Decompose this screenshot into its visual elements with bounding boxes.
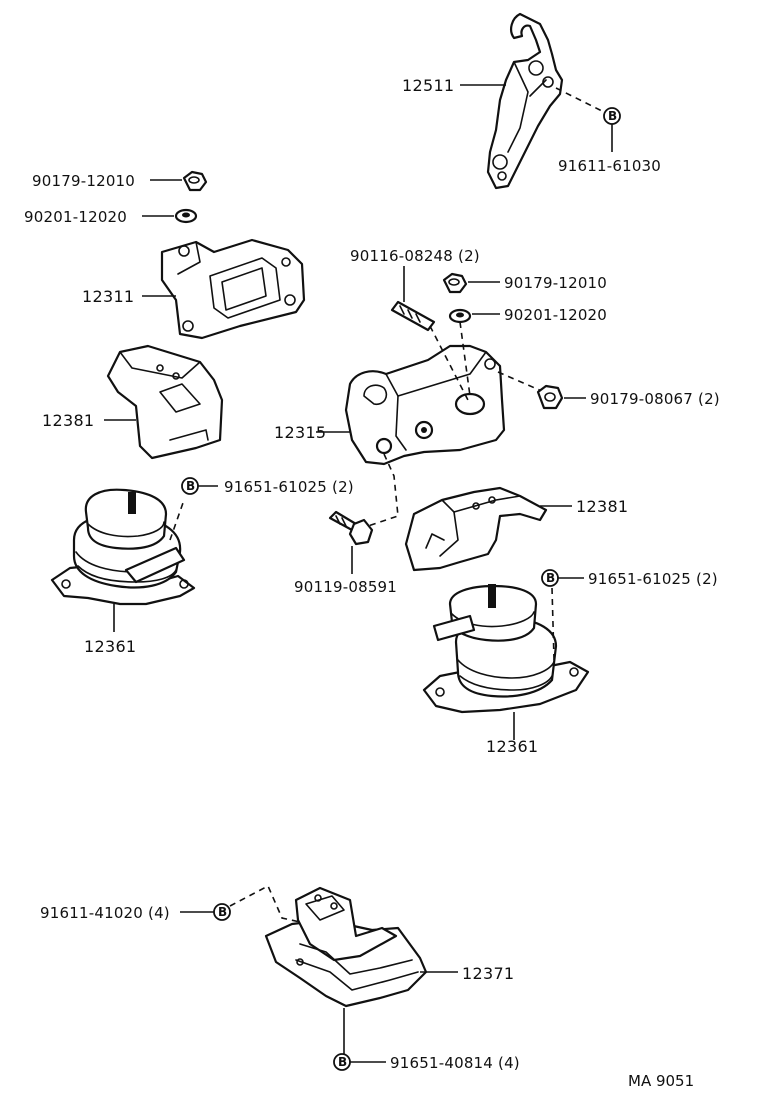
bolt-90119-08591 [328, 510, 374, 546]
marker-b-icon: B [603, 107, 621, 125]
insulator-12381-left [106, 344, 224, 460]
marker-b-icon: B [181, 477, 199, 495]
callout-90179-12010-a: 90179-12010 [32, 172, 135, 190]
callout-12361-left: 12361 [84, 637, 136, 656]
callout-90119-08591: 90119-08591 [294, 578, 397, 596]
callout-90116-08248: 90116-08248 (2) [350, 247, 480, 265]
nut-90179-12010-a [182, 170, 208, 192]
insulator-12371 [264, 886, 428, 1008]
insulator-12361-left [50, 488, 196, 606]
svg-text:B: B [338, 1055, 347, 1069]
callout-12511: 12511 [402, 76, 454, 95]
svg-text:B: B [546, 571, 555, 585]
marker-b-icon: B [541, 569, 559, 587]
callout-90201-12020-a: 90201-12020 [24, 208, 127, 226]
stud-bolt-90116-08248 [390, 300, 436, 332]
insulator-12361-right [422, 584, 590, 714]
bracket-12315 [344, 344, 506, 466]
washer-90201-12020-a [174, 208, 198, 224]
callout-90201-12020-b: 90201-12020 [504, 306, 607, 324]
callout-91611-61030: 91611-61030 [558, 157, 661, 175]
nut-90179-08067 [536, 384, 564, 410]
callout-12371: 12371 [462, 964, 514, 983]
callout-12381-left: 12381 [42, 411, 94, 430]
nut-90179-12010-b [442, 272, 468, 294]
insulator-12381-right [404, 486, 548, 572]
callout-91651-40814: 91651-40814 (4) [390, 1054, 520, 1072]
callout-12315: 12315 [274, 423, 326, 442]
callout-12381-right: 12381 [576, 497, 628, 516]
svg-text:B: B [608, 109, 617, 123]
svg-text:B: B [186, 479, 195, 493]
washer-90201-12020-b [448, 308, 472, 324]
marker-b-icon: B [333, 1053, 351, 1071]
callout-91651-61025-left: 91651-61025 (2) [224, 478, 354, 496]
callout-91611-41020: 91611-41020 (4) [40, 904, 170, 922]
marker-b-icon: B [213, 903, 231, 921]
bracket-12511 [486, 12, 564, 190]
callout-12361-right: 12361 [486, 737, 538, 756]
callout-91651-61025-right: 91651-61025 (2) [588, 570, 718, 588]
callout-90179-08067: 90179-08067 (2) [590, 390, 720, 408]
svg-text:B: B [218, 905, 227, 919]
figure-reference: MA 9051 [628, 1072, 694, 1090]
bracket-12311 [160, 238, 306, 340]
callout-12311: 12311 [82, 287, 134, 306]
callout-90179-12010-b: 90179-12010 [504, 274, 607, 292]
